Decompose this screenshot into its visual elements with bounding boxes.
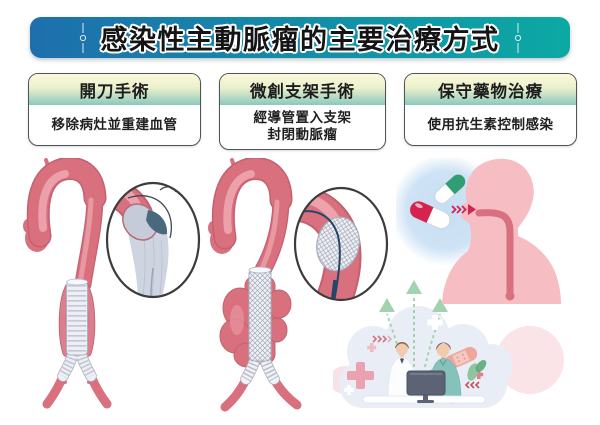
- chevron-dashes-right-icon: [372, 335, 393, 343]
- page-title: 感染性主動脈瘤的主要治療方式: [100, 25, 500, 55]
- intake-arrow-icon: [451, 204, 476, 215]
- card-medication: 保守藥物治療 使用抗生素控制感染: [404, 73, 577, 146]
- card-open-surgery: 開刀手術 移除病灶並重建血管: [28, 73, 201, 146]
- stent-graft-graphic: [240, 266, 280, 385]
- infected-patch-graphic: [146, 210, 168, 235]
- card-medication-title: 保守藥物治療: [405, 74, 576, 105]
- card-medication-description: 使用抗生素控制感染: [427, 116, 554, 132]
- open-surgery-illustration: [23, 158, 201, 409]
- banner-ornament-right-icon: [514, 22, 521, 53]
- monitor-icon: [406, 370, 446, 403]
- surgical-graft-graphic: [57, 278, 97, 382]
- magnifier-inset-stent: [293, 186, 389, 302]
- guidewire-graphic: [298, 210, 341, 300]
- capsule-icon-green: [434, 174, 466, 204]
- card-stent-surgery: 微創支架手術 經導管置入支架 封閉動脈瘤: [219, 73, 386, 150]
- magnifier-inset-surgery: [105, 181, 201, 299]
- stent-surgery-illustration: [208, 158, 389, 412]
- chevron-dashes-left-icon: [464, 381, 480, 389]
- medication-illustration: [396, 158, 561, 304]
- card-stent-surgery-description: 經導管置入支架 封閉動脈瘤: [253, 110, 352, 142]
- up-arrows-icon: [379, 280, 448, 368]
- medical-cross-icon: [347, 362, 374, 389]
- card-open-surgery-description: 移除病灶並重建血管: [51, 116, 178, 132]
- capsule-icon-red: [409, 201, 451, 229]
- hair-right: [436, 342, 451, 350]
- hair-left: [395, 342, 409, 349]
- card-stent-surgery-title: 微創支架手術: [220, 74, 385, 105]
- soft-pink-circle: [496, 326, 564, 394]
- banner-ornament-left-icon: [79, 22, 86, 53]
- suture-thread-graphic: [127, 195, 173, 239]
- title-banner: 感染性主動脈瘤的主要治療方式: [30, 17, 570, 58]
- doctors-consult-illustration: [333, 280, 564, 408]
- card-open-surgery-title: 開刀手術: [29, 74, 200, 105]
- patient-silhouette: [442, 158, 561, 304]
- leaf-decor: [467, 359, 487, 381]
- aorta-aneurysm-graphic: [208, 158, 302, 412]
- esophagus-graphic: [475, 209, 515, 301]
